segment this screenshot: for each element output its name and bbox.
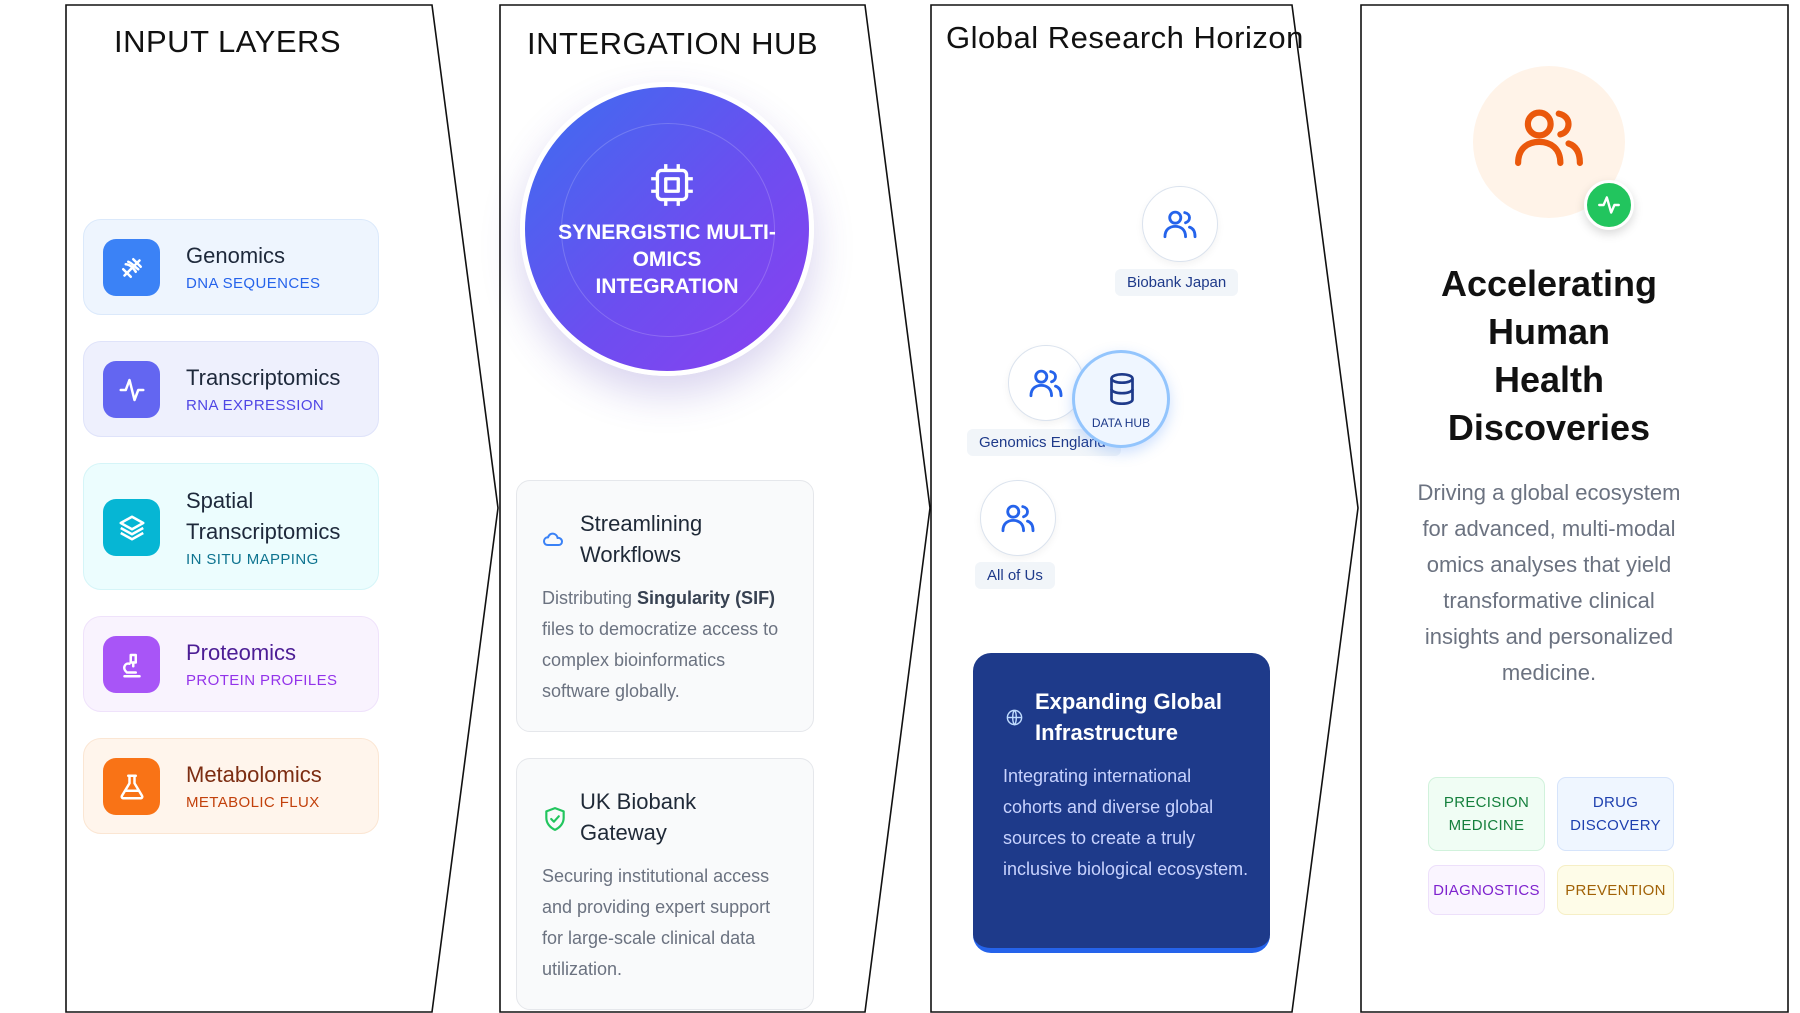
users-icon <box>1029 369 1063 398</box>
layer-subtitle: IN SITU MAPPING <box>186 551 319 568</box>
infrastructure-title-line: Infrastructure <box>1035 720 1179 745</box>
hub-title-line: OMICS <box>632 248 702 271</box>
layer-card-spatial-transcriptomics: Spatial Transcriptomics IN SITU MAPPING <box>83 463 379 590</box>
tag-line: DISCOVERY <box>1570 817 1661 834</box>
dna-icon <box>103 239 160 296</box>
tag-precision-medicine: PRECISION MEDICINE <box>1428 777 1545 851</box>
activity-icon <box>1598 196 1620 214</box>
activity-icon <box>103 361 160 418</box>
layer-name-line: Spatial <box>186 488 254 513</box>
layer-card-proteomics: Proteomics PROTEIN PROFILES <box>83 616 379 712</box>
users-icon <box>1515 109 1583 167</box>
layers-icon <box>103 499 160 556</box>
layer-subtitle: METABOLIC FLUX <box>186 794 320 811</box>
layer-name: Transcriptomics <box>186 365 341 390</box>
shield-check-icon <box>545 807 565 831</box>
hub-inner-ring <box>561 123 775 337</box>
layer-name-line: Transcriptomics <box>186 519 341 544</box>
hub-title-line: INTEGRATION <box>595 275 739 298</box>
outcome-title-line: Discoveries <box>1447 407 1651 448</box>
layer-name: Proteomics <box>186 640 297 665</box>
card-title: Streamlining Workflows <box>580 508 702 570</box>
hub-title: SYNERGISTIC MULTI- OMICS INTEGRATION <box>555 219 779 300</box>
hub-title-line: SYNERGISTIC MULTI- <box>558 221 776 244</box>
node-all-of-us <box>980 480 1056 556</box>
card-description-emphasis: Singularity (SIF) <box>637 588 776 608</box>
outcome-description: Driving a global ecosystem for advanced,… <box>1417 480 1681 685</box>
outcome-title: Accelerating Human Health Discoveries <box>1390 260 1708 452</box>
infrastructure-title-line: Expanding Global <box>1035 689 1223 714</box>
tag-line: DRUG <box>1592 794 1639 811</box>
card-description-text: Distributing <box>542 588 638 608</box>
card-description-text: files to democratize access to complex b… <box>542 619 779 701</box>
hub-circle: SYNERGISTIC MULTI- OMICS INTEGRATION <box>520 82 814 376</box>
database-icon <box>1110 372 1134 406</box>
card-title: UK Biobank Gateway <box>580 786 696 848</box>
infrastructure-card: Expanding Global Infrastructure Integrat… <box>973 653 1270 953</box>
tag-diagnostics: DIAGNOSTICS <box>1428 865 1545 915</box>
layer-name: Metabolomics <box>186 762 322 787</box>
integration-hub-heading: INTERGATION HUB <box>527 26 819 61</box>
tag-line: MEDICINE <box>1448 817 1525 834</box>
layer-subtitle: PROTEIN PROFILES <box>186 672 338 689</box>
tag-line: PREVENTION <box>1565 881 1666 899</box>
layer-subtitle: DNA SEQUENCES <box>186 275 321 292</box>
users-icon <box>1163 210 1197 239</box>
cpu-chip-icon <box>651 164 693 206</box>
infrastructure-title: Expanding Global Infrastructure <box>1035 686 1222 748</box>
tag-drug-discovery: DRUG DISCOVERY <box>1557 777 1674 851</box>
card-description: Distributing Singularity (SIF) files to … <box>542 583 793 707</box>
data-hub-label: DATA HUB <box>1091 416 1151 430</box>
card-streamlining-workflows: Streamlining Workflows Distributing Sing… <box>516 480 814 732</box>
users-icon <box>1001 504 1035 533</box>
card-title-line: Streamlining <box>580 511 703 536</box>
layer-subtitle: RNA EXPRESSION <box>186 397 325 414</box>
card-uk-biobank-gateway: UK Biobank Gateway Securing institutiona… <box>516 758 814 1010</box>
global-research-heading: Global Research Horizon <box>946 20 1304 55</box>
card-title-line: Workflows <box>580 542 682 567</box>
layer-card-transcriptomics: Transcriptomics RNA EXPRESSION <box>83 341 379 437</box>
flask-icon <box>103 758 160 815</box>
card-title-line: UK Biobank <box>580 789 697 814</box>
input-layers-heading: INPUT LAYERS <box>114 24 342 59</box>
layer-card-metabolomics: Metabolomics METABOLIC FLUX <box>83 738 379 834</box>
globe-icon <box>1006 709 1023 726</box>
layer-name: Genomics <box>186 243 286 268</box>
outcome-title-line: Human <box>1487 311 1610 352</box>
card-description: Securing institutional access and provid… <box>542 866 771 979</box>
pulse-badge <box>1584 180 1634 230</box>
layer-card-genomics: Genomics DNA SEQUENCES <box>83 219 379 315</box>
node-biobank-japan <box>1142 186 1218 262</box>
node-genomics-england <box>1008 345 1084 421</box>
node-label-biobank-japan: Biobank Japan <box>1115 269 1239 296</box>
cloud-icon <box>543 532 563 546</box>
node-label-all-of-us: All of Us <box>975 562 1055 589</box>
infrastructure-description: Integrating international cohorts and di… <box>1003 766 1249 879</box>
tag-line: DIAGNOSTICS <box>1433 881 1540 899</box>
layer-name: Spatial Transcriptomics <box>186 485 340 547</box>
data-hub-node: DATA HUB <box>1072 350 1170 448</box>
microscope-icon <box>103 636 160 693</box>
card-title-line: Gateway <box>580 820 667 845</box>
tag-line: PRECISION <box>1443 794 1530 811</box>
outcome-title-line: Health <box>1493 359 1605 400</box>
outcome-title-line: Accelerating <box>1440 263 1658 304</box>
tag-prevention: PREVENTION <box>1557 865 1674 915</box>
